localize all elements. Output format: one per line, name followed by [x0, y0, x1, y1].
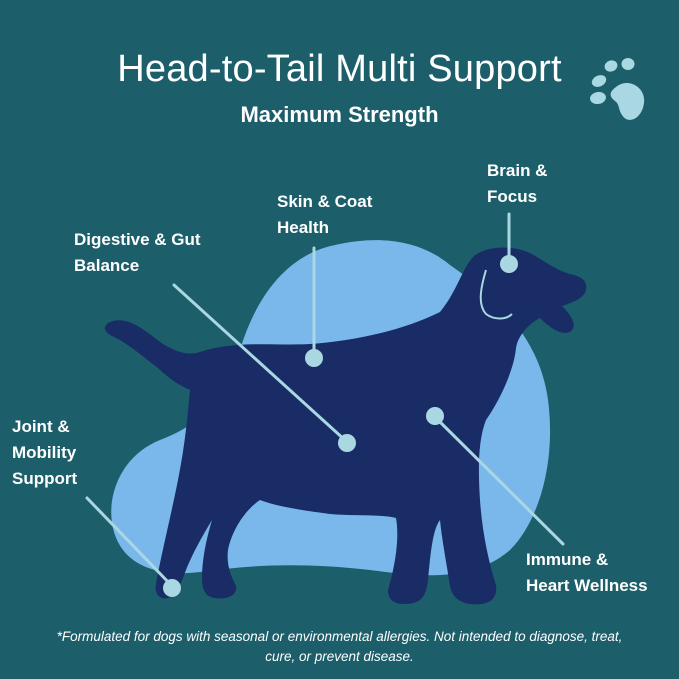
- paw-icon: [590, 58, 645, 120]
- dog-ear: [479, 269, 513, 320]
- page-title: Head-to-Tail Multi Support: [117, 48, 562, 90]
- pointer-dot-skin: [305, 349, 323, 367]
- label-digestive-gut: Digestive & Gut Balance: [74, 230, 201, 275]
- label-joint-mobility: Joint & Mobility Support: [12, 417, 78, 488]
- pointer-line-digestive: [172, 283, 348, 443]
- label-immune-heart: Immune & Heart Wellness: [526, 550, 648, 595]
- pointer-line-immune: [434, 416, 565, 546]
- pointer-dot-joint: [163, 579, 181, 597]
- pointer-dot-brain: [500, 255, 518, 273]
- pointer-line-joint: [85, 496, 174, 588]
- label-skin-coat: Skin & Coat Health: [277, 192, 373, 237]
- label-brain-focus: Brain & Focus: [487, 161, 548, 206]
- pointer-dot-immune: [426, 407, 444, 425]
- disclaimer-footnote: *Formulated for dogs with seasonal or en…: [56, 629, 623, 664]
- dog-silhouette: [104, 247, 587, 605]
- page-subtitle: Maximum Strength: [240, 102, 439, 127]
- pointer-dot-digestive: [338, 434, 356, 452]
